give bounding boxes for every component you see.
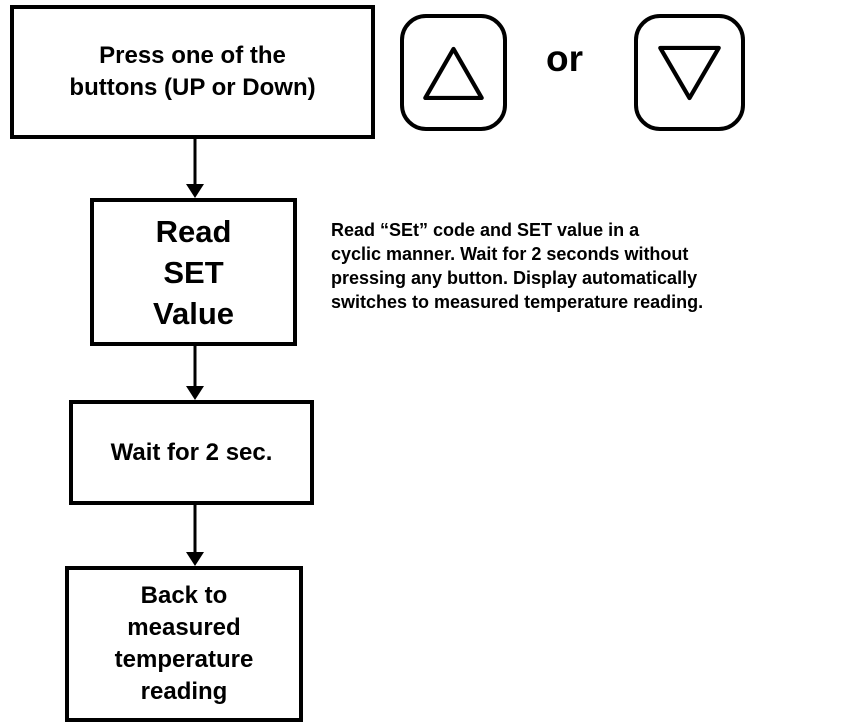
step-press-button: Press one of the buttons (UP or Down)	[10, 5, 375, 139]
step-2-line-3: Value	[153, 295, 234, 331]
step-4-line-1: Back to	[140, 582, 228, 609]
down-button	[634, 14, 745, 131]
up-button	[400, 14, 507, 131]
step-1-line-1: Press one of the	[99, 42, 286, 69]
step-read-set-value: Read SET Value	[90, 198, 297, 346]
note-line-4: switches to measured temperature reading…	[331, 292, 704, 312]
step-2-line-1: Read	[155, 213, 232, 249]
step-wait: Wait for 2 sec.	[69, 400, 314, 505]
step-2-line-2: SET	[163, 254, 224, 290]
note-line-3: pressing any button. Display automatical…	[331, 268, 698, 288]
note-line-1: Read “SEt” code and SET value in a	[331, 220, 640, 240]
down-triangle-icon	[658, 45, 721, 101]
step-4-line-3: temperature	[114, 646, 254, 673]
or-connector: or	[546, 38, 583, 79]
arrow-2-to-3	[186, 346, 204, 400]
arrow-3-to-4	[186, 505, 204, 566]
step-3-line-1: Wait for 2 sec.	[110, 438, 273, 466]
step-4-line-2: measured	[127, 614, 241, 641]
arrow-1-to-2	[186, 139, 204, 198]
up-triangle-icon	[423, 46, 484, 101]
step-1-line-2: buttons (UP or Down)	[69, 74, 316, 101]
description-note: Read “SEt” code and SET value in a cycli…	[331, 218, 861, 314]
step-4-line-4: reading	[140, 678, 228, 705]
step-back-to-reading: Back to measured temperature reading	[65, 566, 303, 722]
note-line-2: cyclic manner. Wait for 2 seconds withou…	[331, 244, 689, 264]
